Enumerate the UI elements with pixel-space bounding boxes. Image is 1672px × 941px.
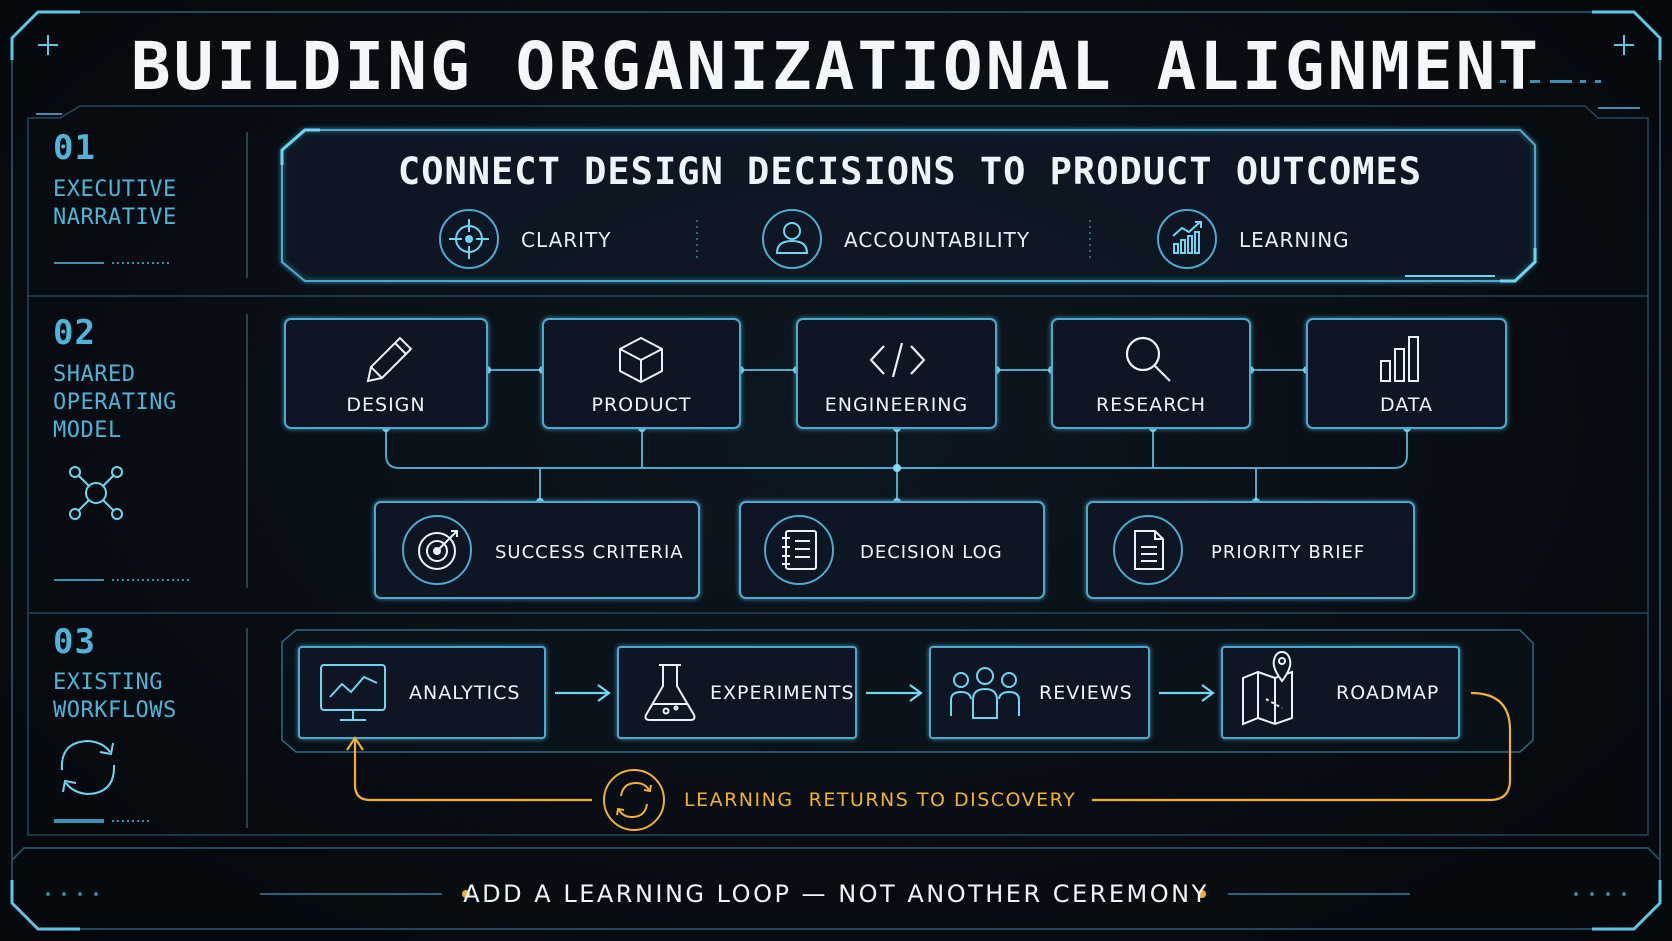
section-number-02: 02 xyxy=(53,313,96,353)
workflow-analytics: ANALYTICS xyxy=(409,682,521,704)
flask-icon xyxy=(644,664,696,721)
title-dots xyxy=(1500,80,1601,83)
discipline-engineering: ENGINEERING xyxy=(824,394,969,416)
growth-chart-icon xyxy=(1157,209,1217,269)
pillar-dividers xyxy=(696,220,1091,258)
discipline-design: DESIGN xyxy=(346,394,426,416)
artifact-success-criteria: SUCCESS CRITERIA xyxy=(495,542,684,563)
narrative-headline: CONNECT DESIGN DECISIONS TO PRODUCT OUTC… xyxy=(397,150,1423,193)
learning-loop-label: LEARNING RETURNS TO DISCOVERY xyxy=(684,789,1077,811)
artifact-decision-log: DECISION LOG xyxy=(860,542,1003,563)
banner-accents xyxy=(280,128,1537,283)
pillar-accountability: ACCOUNTABILITY xyxy=(844,228,1031,252)
artifact-priority-brief: PRIORITY BRIEF xyxy=(1211,542,1366,563)
outer-frame xyxy=(10,10,1662,931)
code-icon xyxy=(869,342,926,378)
panel-accent-marks xyxy=(36,107,1640,823)
discipline-data: DATA xyxy=(1380,394,1433,416)
crosshair-icon xyxy=(439,209,499,269)
document-icon xyxy=(1113,515,1183,585)
pencil-icon xyxy=(366,336,413,383)
footer-bar xyxy=(11,847,1661,895)
discipline-product: PRODUCT xyxy=(591,394,692,416)
section-number-01: 01 xyxy=(53,128,96,168)
section-number-03: 03 xyxy=(53,622,96,662)
network-icon xyxy=(69,466,123,520)
footer-bullets xyxy=(462,890,1206,898)
section-label-02: SHARED OPERATING MODEL xyxy=(53,362,177,443)
pillar-learning: LEARNING xyxy=(1239,228,1350,252)
pillar-clarity: CLARITY xyxy=(521,228,612,252)
workflow-arrows xyxy=(555,684,1215,702)
workflow-reviews: REVIEWS xyxy=(1039,682,1133,704)
monitor-chart-icon xyxy=(320,664,386,721)
learning-loop-path xyxy=(346,691,1512,802)
workflow-roadmap: ROADMAP xyxy=(1336,682,1440,704)
section-label-01: EXECUTIVE NARRATIVE xyxy=(53,177,177,230)
magnifier-icon xyxy=(1125,336,1171,382)
discipline-boxes xyxy=(284,318,1507,429)
target-icon xyxy=(402,515,472,585)
group-icon xyxy=(950,667,1020,719)
cube-icon xyxy=(619,336,663,384)
discipline-research: RESEARCH xyxy=(1095,394,1207,416)
main-panel-border xyxy=(27,105,1649,836)
workflow-experiments: EXPERIMENTS xyxy=(710,682,855,704)
corner-plus-icons xyxy=(38,35,1634,55)
footer-dots xyxy=(46,892,1626,896)
workflow-cycle-icon xyxy=(60,739,116,796)
footer-tagline: ADD A LEARNING LOOP — NOT ANOTHER CEREMO… xyxy=(463,880,1209,908)
loop-cycle-icon xyxy=(603,769,665,831)
person-icon xyxy=(762,209,822,269)
page-title: BUILDING ORGANIZATIONAL ALIGNMENT xyxy=(130,28,1542,105)
artifact-boxes xyxy=(374,501,1415,599)
workflow-strip xyxy=(281,629,1534,753)
section-label-03: EXISTING WORKFLOWS xyxy=(53,670,177,723)
notebook-icon xyxy=(764,515,834,585)
map-pin-icon xyxy=(1242,650,1293,726)
bar-chart-icon xyxy=(1380,336,1419,382)
